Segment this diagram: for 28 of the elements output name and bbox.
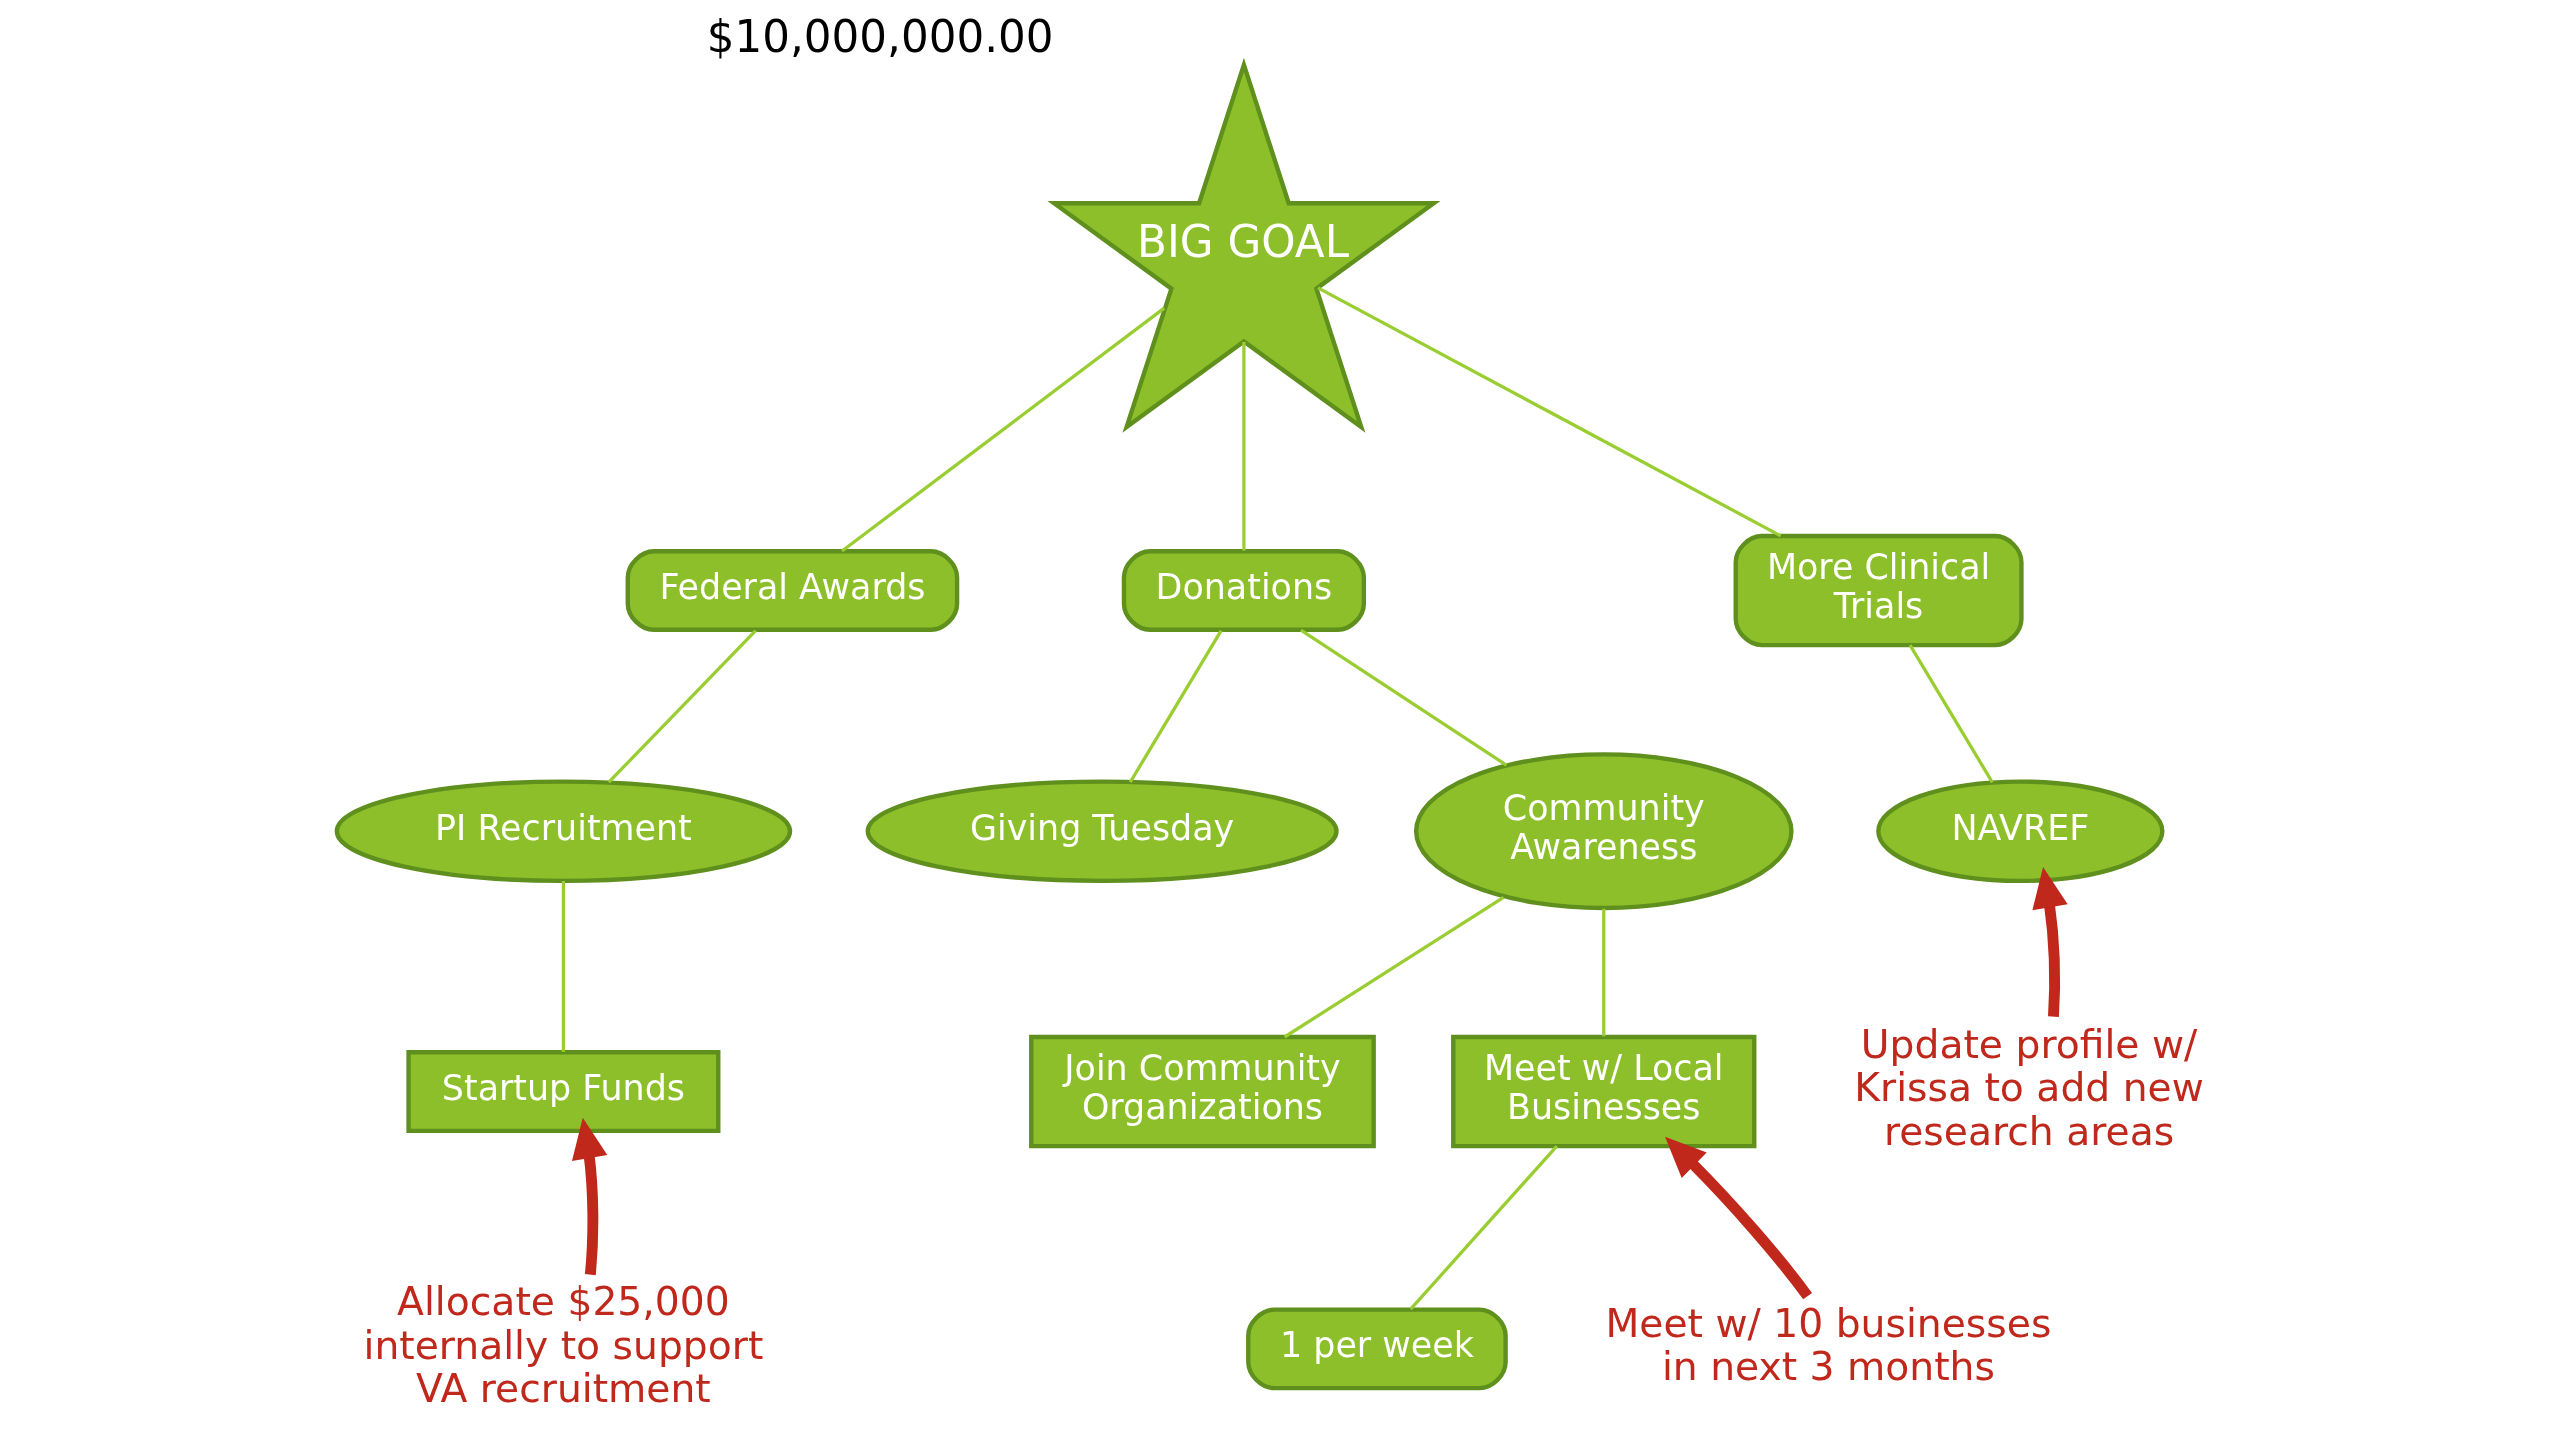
node-ellipse: Giving Tuesday [865, 779, 1339, 884]
connector [1601, 908, 1605, 1037]
node-ellipse: Community Awareness [1413, 752, 1794, 911]
node-ellipse: NAVREF [1875, 779, 2165, 884]
arrow [571, 1117, 607, 1276]
node-box: Federal Awards [625, 549, 959, 632]
node-box: Startup Funds [405, 1050, 720, 1133]
connector [1299, 628, 1507, 767]
connector [1241, 342, 1246, 551]
node-box: Donations [1121, 549, 1366, 632]
connector [1283, 895, 1504, 1039]
node-box: Join Community Organizations [1028, 1034, 1376, 1149]
node-text: Allocate $25,000 internally to support VA recruitment [363, 1278, 763, 1412]
connector [561, 880, 565, 1053]
connector [840, 306, 1165, 553]
arrow [2031, 866, 2068, 1017]
node-box: More Clinical Trials [1733, 533, 2024, 648]
connector [1908, 644, 1994, 784]
connector [1316, 286, 1781, 538]
node-box: 1 per week [1245, 1307, 1508, 1391]
connector [607, 629, 757, 784]
connector [1408, 1145, 1558, 1311]
node-ellipse: PI Recruitment [334, 779, 792, 884]
node-text: Meet w/ 10 businesses in next 3 months [1604, 1300, 2051, 1390]
node-text: Update profile w/ Krissa to add new research areas [1853, 1021, 2204, 1154]
node-box: Meet w/ Local Businesses [1450, 1034, 1756, 1149]
arrow [1664, 1136, 1812, 1300]
connector [1128, 629, 1223, 784]
